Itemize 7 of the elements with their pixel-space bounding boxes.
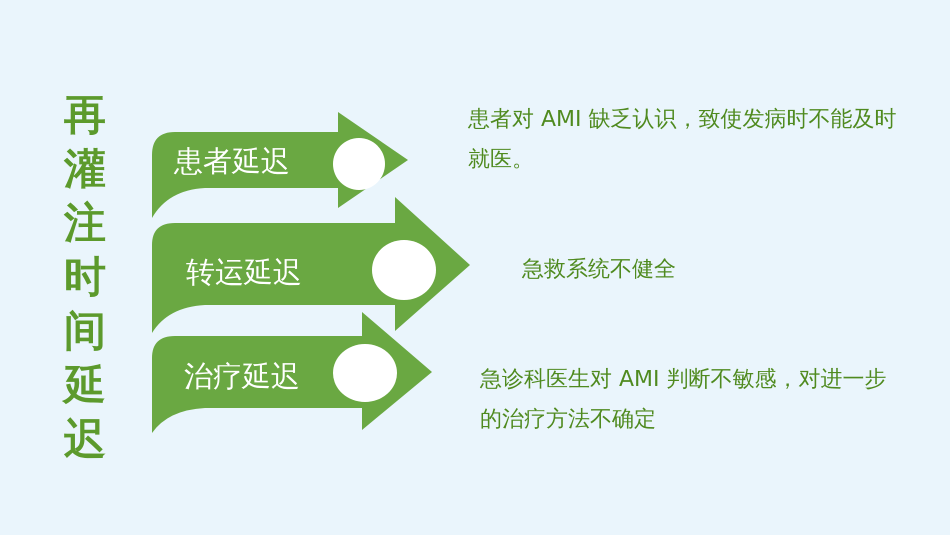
description-text: 急诊科医生对 AMI 判断不敏感，对进一步的治疗方法不确定 <box>480 366 888 434</box>
arrow-label: 转运延迟 <box>186 254 302 291</box>
vertical-title: 再灌注时间延迟 <box>61 89 107 465</box>
arrow-label: 患者延迟 <box>174 143 290 180</box>
arrow-label: 治疗延迟 <box>184 358 300 395</box>
description-text: 患者对 AMI 缺乏认识，致使发病时不能及时就医。 <box>468 106 898 174</box>
description-text: 急救系统不健全 <box>522 256 677 284</box>
